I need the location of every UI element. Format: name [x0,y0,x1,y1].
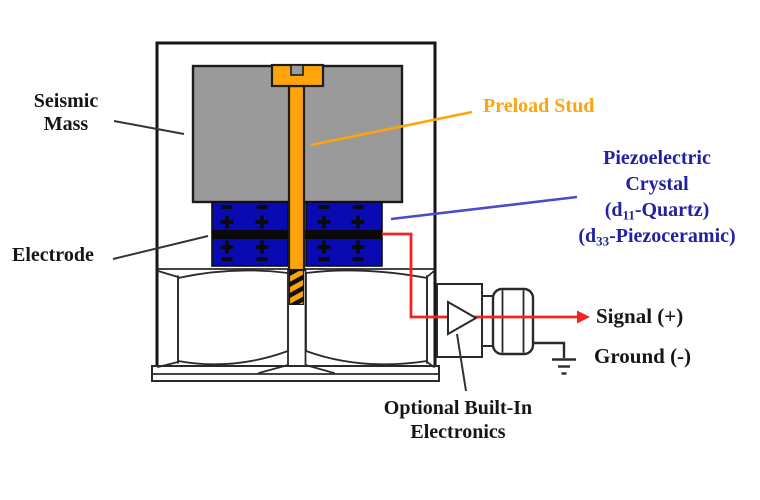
signal-label: Signal (+) [596,304,684,328]
signal-arrowhead [577,310,590,324]
piezo-label-line3: (d11-Quartz) [604,199,710,223]
signal-wire [382,232,590,324]
seismic-mass-label-line2: Mass [43,113,89,135]
piezo-crystal-label: Piezoelectric Crystal (d11-Quartz) (d33-… [554,145,760,249]
stud-head-socket [290,64,304,76]
polarity-marks [220,205,365,261]
seismic-mass-pointer-line [113,120,185,135]
mounting-base-plate [151,365,440,382]
electronics-label-line2: Electronics [410,421,506,443]
stud-shaft [287,84,306,272]
stud-thread [289,270,304,305]
piezo-label-line1: Piezoelectric [603,147,711,169]
piezo-label-line4: (d33-Piezoceramic) [578,225,736,249]
ground-label: Ground (-) [594,344,692,368]
electronics-pointer-line [456,333,467,392]
base-right-barrel [305,269,428,366]
electrode-label: Electrode [12,244,94,266]
seismic-mass-label: Seismic Mass [10,90,122,136]
piezo-label-line2: Crystal [625,173,689,195]
electronics-label-line1: Optional Built-In [383,397,533,419]
preload-stud [270,63,325,305]
ground-icon [533,341,576,375]
electrode-pointer-line [112,235,209,260]
preload-stud-label: Preload Stud [483,95,595,117]
preload-stud-pointer-line [310,110,473,147]
amplifier-icon [447,300,479,336]
electronics-label: Optional Built-In Electronics [356,396,560,444]
piezo-crystal-pointer-line [390,195,578,221]
connector-body [491,287,535,356]
seismic-mass-label-line1: Seismic [33,90,99,112]
connector-neck [481,295,494,347]
